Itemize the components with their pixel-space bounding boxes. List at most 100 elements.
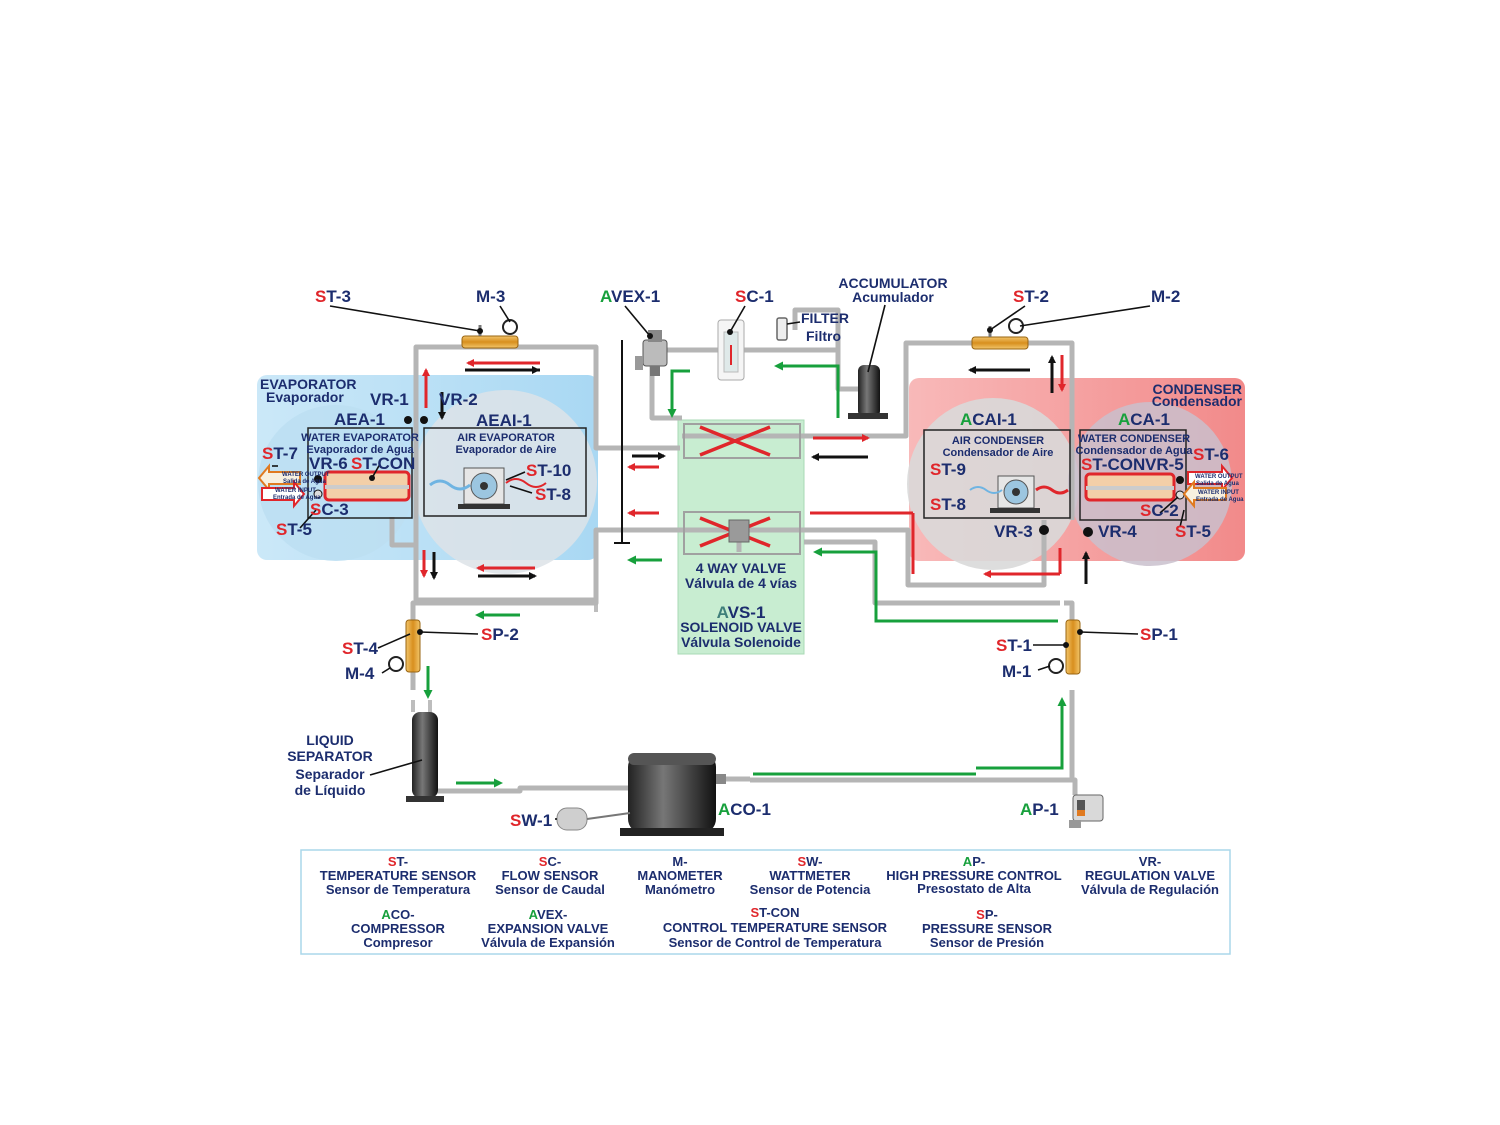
liquid-separator-icon [406,712,444,802]
svg-text:Manómetro: Manómetro [645,882,715,897]
legend-item-wattmeter: SW- WATTMETER Sensor de Potencia [750,854,871,897]
evap-water-output-es: Salida de Agua [283,479,326,485]
svg-text:Sensor de Temperatura: Sensor de Temperatura [326,882,471,897]
label-evap-st8: ST-8 [535,485,571,504]
air-evaporator-box [423,427,587,517]
label-aea1: AEA-1 [334,410,385,429]
label-vr1: VR-1 [370,390,409,409]
label-cond-st5: ST-5 [1175,522,1211,541]
label-aco1: ACO-1 [718,800,771,819]
svg-text:COMPRESSOR: COMPRESSOR [351,921,446,936]
label-m1: M-1 [1002,662,1031,681]
svg-text:REGULATION VALVE: REGULATION VALVE [1085,868,1215,883]
evap-water-input-es: Entrada de Agua [273,495,321,501]
label-ap1: AP-1 [1020,800,1059,819]
water-condenser-box [1079,429,1187,521]
svg-text:TEMPERATURE SENSOR: TEMPERATURE SENSOR [320,868,477,883]
svg-text:ACO-: ACO- [381,907,414,922]
cond-water-output-es: Salida de Agua [1196,481,1239,487]
label-m4: M-4 [345,664,375,683]
label-vr3: VR-3 [994,522,1033,541]
label-accumulator-es: Acumulador [852,289,934,305]
svg-text:M-: M- [672,854,687,869]
separator-line1: LIQUID [306,732,353,748]
flow-sensor-sc1-icon [717,319,745,381]
cond-water-input-es: Entrada de Agua [1196,497,1244,503]
water-condenser-en: WATER CONDENSER [1078,433,1190,445]
label-st6: ST-6 [1193,445,1229,464]
legend-item-flow-sensor: SC- FLOW SENSOR Sensor de Caudal [495,854,605,897]
expansion-valve-icon [635,330,668,376]
label-sc2: SC-2 [1140,501,1179,520]
four-way-valve-bottom [683,511,801,555]
label-vr5: VR-5 [1145,455,1184,474]
label-st9: ST-9 [930,460,966,479]
filter-icon [776,317,788,341]
svg-text:Compresor: Compresor [363,935,432,950]
label-vr2: VR-2 [439,390,478,409]
svg-text:SP-: SP- [976,907,998,922]
manometer-m1-icon [1048,658,1064,674]
air-evaporator-en: AIR EVAPORATOR [457,432,555,444]
cond-water-input-en: WATER INPUT [1198,490,1239,496]
solenoid-valve-en: SOLENOID VALVE [680,619,802,635]
cond-air-circle [907,398,1079,570]
svg-text:FLOW SENSOR: FLOW SENSOR [502,868,599,883]
condenser-title-es: Condensador [1152,393,1243,409]
air-evaporator-es: Evaporador de Aire [455,444,556,456]
legend-item-temperature-sensor: ST- TEMPERATURE SENSOR Sensor de Tempera… [320,854,477,897]
svg-text:WATTMETER: WATTMETER [769,868,851,883]
label-sp2: SP-2 [481,625,519,644]
label-m3: M-3 [476,287,505,306]
svg-text:MANOMETER: MANOMETER [637,868,723,883]
label-acai1: ACAI-1 [960,410,1017,429]
legend-item-expansion-valve: AVEX- EXPANSION VALVE Válvula de Expansi… [481,907,615,950]
svg-text:Sensor de Control de Temperatu: Sensor de Control de Temperatura [669,935,883,950]
label-evap-stcon: ST-CON [351,454,415,473]
svg-text:Sensor de Caudal: Sensor de Caudal [495,882,605,897]
legend-item-pressure-sensor: SP- PRESSURE SENSOR Sensor de Presión [922,907,1053,950]
water-condenser-es: Condensador de Agua [1076,445,1194,457]
pressure-switch-icon [1069,794,1104,828]
cond-fan-icon [990,475,1040,513]
air-condenser-en: AIR CONDENSER [952,435,1044,447]
legend-item-control-temperature-sensor: ST-CON CONTROL TEMPERATURE SENSOR Sensor… [663,905,888,950]
legend-item-regulation-valve: VR- REGULATION VALVE Válvula de Regulaci… [1081,854,1219,897]
svg-text:PRESSURE SENSOR: PRESSURE SENSOR [922,921,1053,936]
label-vr6: VR-6 [309,454,348,473]
evap-fan-icon [458,467,510,509]
svg-text:Sensor de Presión: Sensor de Presión [930,935,1044,950]
svg-text:Presostato de Alta: Presostato de Alta [917,881,1031,896]
evap-water-output-en: WATER OUTPUT [282,472,330,478]
condenser-title: CONDENSER [1153,381,1242,397]
label-st7: ST-7 [262,444,298,463]
solenoid-body [728,519,750,543]
manometer-m4-icon [388,656,404,672]
label-accumulator: ACCUMULATOR [838,275,947,291]
svg-text:Válvula de Expansión: Válvula de Expansión [481,935,615,950]
svg-text:SW-: SW- [797,854,822,869]
separator-line4: de Líquido [295,782,366,798]
label-st4: ST-4 [342,639,378,658]
four-way-valve-es: Válvula de 4 vías [685,575,797,591]
legend: ST- TEMPERATURE SENSOR Sensor de Tempera… [300,849,1231,955]
label-avex1: AVEX-1 [600,287,660,306]
svg-text:CONTROL TEMPERATURE SENSOR: CONTROL TEMPERATURE SENSOR [663,920,888,935]
svg-text:SC-: SC- [539,854,561,869]
evaporator-title-es: Evaporador [266,389,344,405]
leader-lines [272,304,1185,820]
label-st1: ST-1 [996,636,1032,655]
label-m2: M-2 [1151,287,1180,306]
svg-text:HIGH PRESSURE CONTROL: HIGH PRESSURE CONTROL [886,868,1062,883]
svg-text:Válvula de Regulación: Válvula de Regulación [1081,882,1219,897]
legend-item-manometer: M- MANOMETER Manómetro [637,854,723,897]
legend-item-compressor: ACO- COMPRESSOR Compresor [351,907,446,950]
label-aca1: ACA-1 [1118,410,1170,429]
svg-text:VR-: VR- [1139,854,1161,869]
svg-text:EXPANSION VALVE: EXPANSION VALVE [488,921,609,936]
label-st3: ST-3 [315,287,351,306]
svg-text:Sensor de Potencia: Sensor de Potencia [750,882,871,897]
evap-water-input-en: WATER INPUT [275,488,316,494]
brass-sensor-tube-right [971,336,1029,350]
